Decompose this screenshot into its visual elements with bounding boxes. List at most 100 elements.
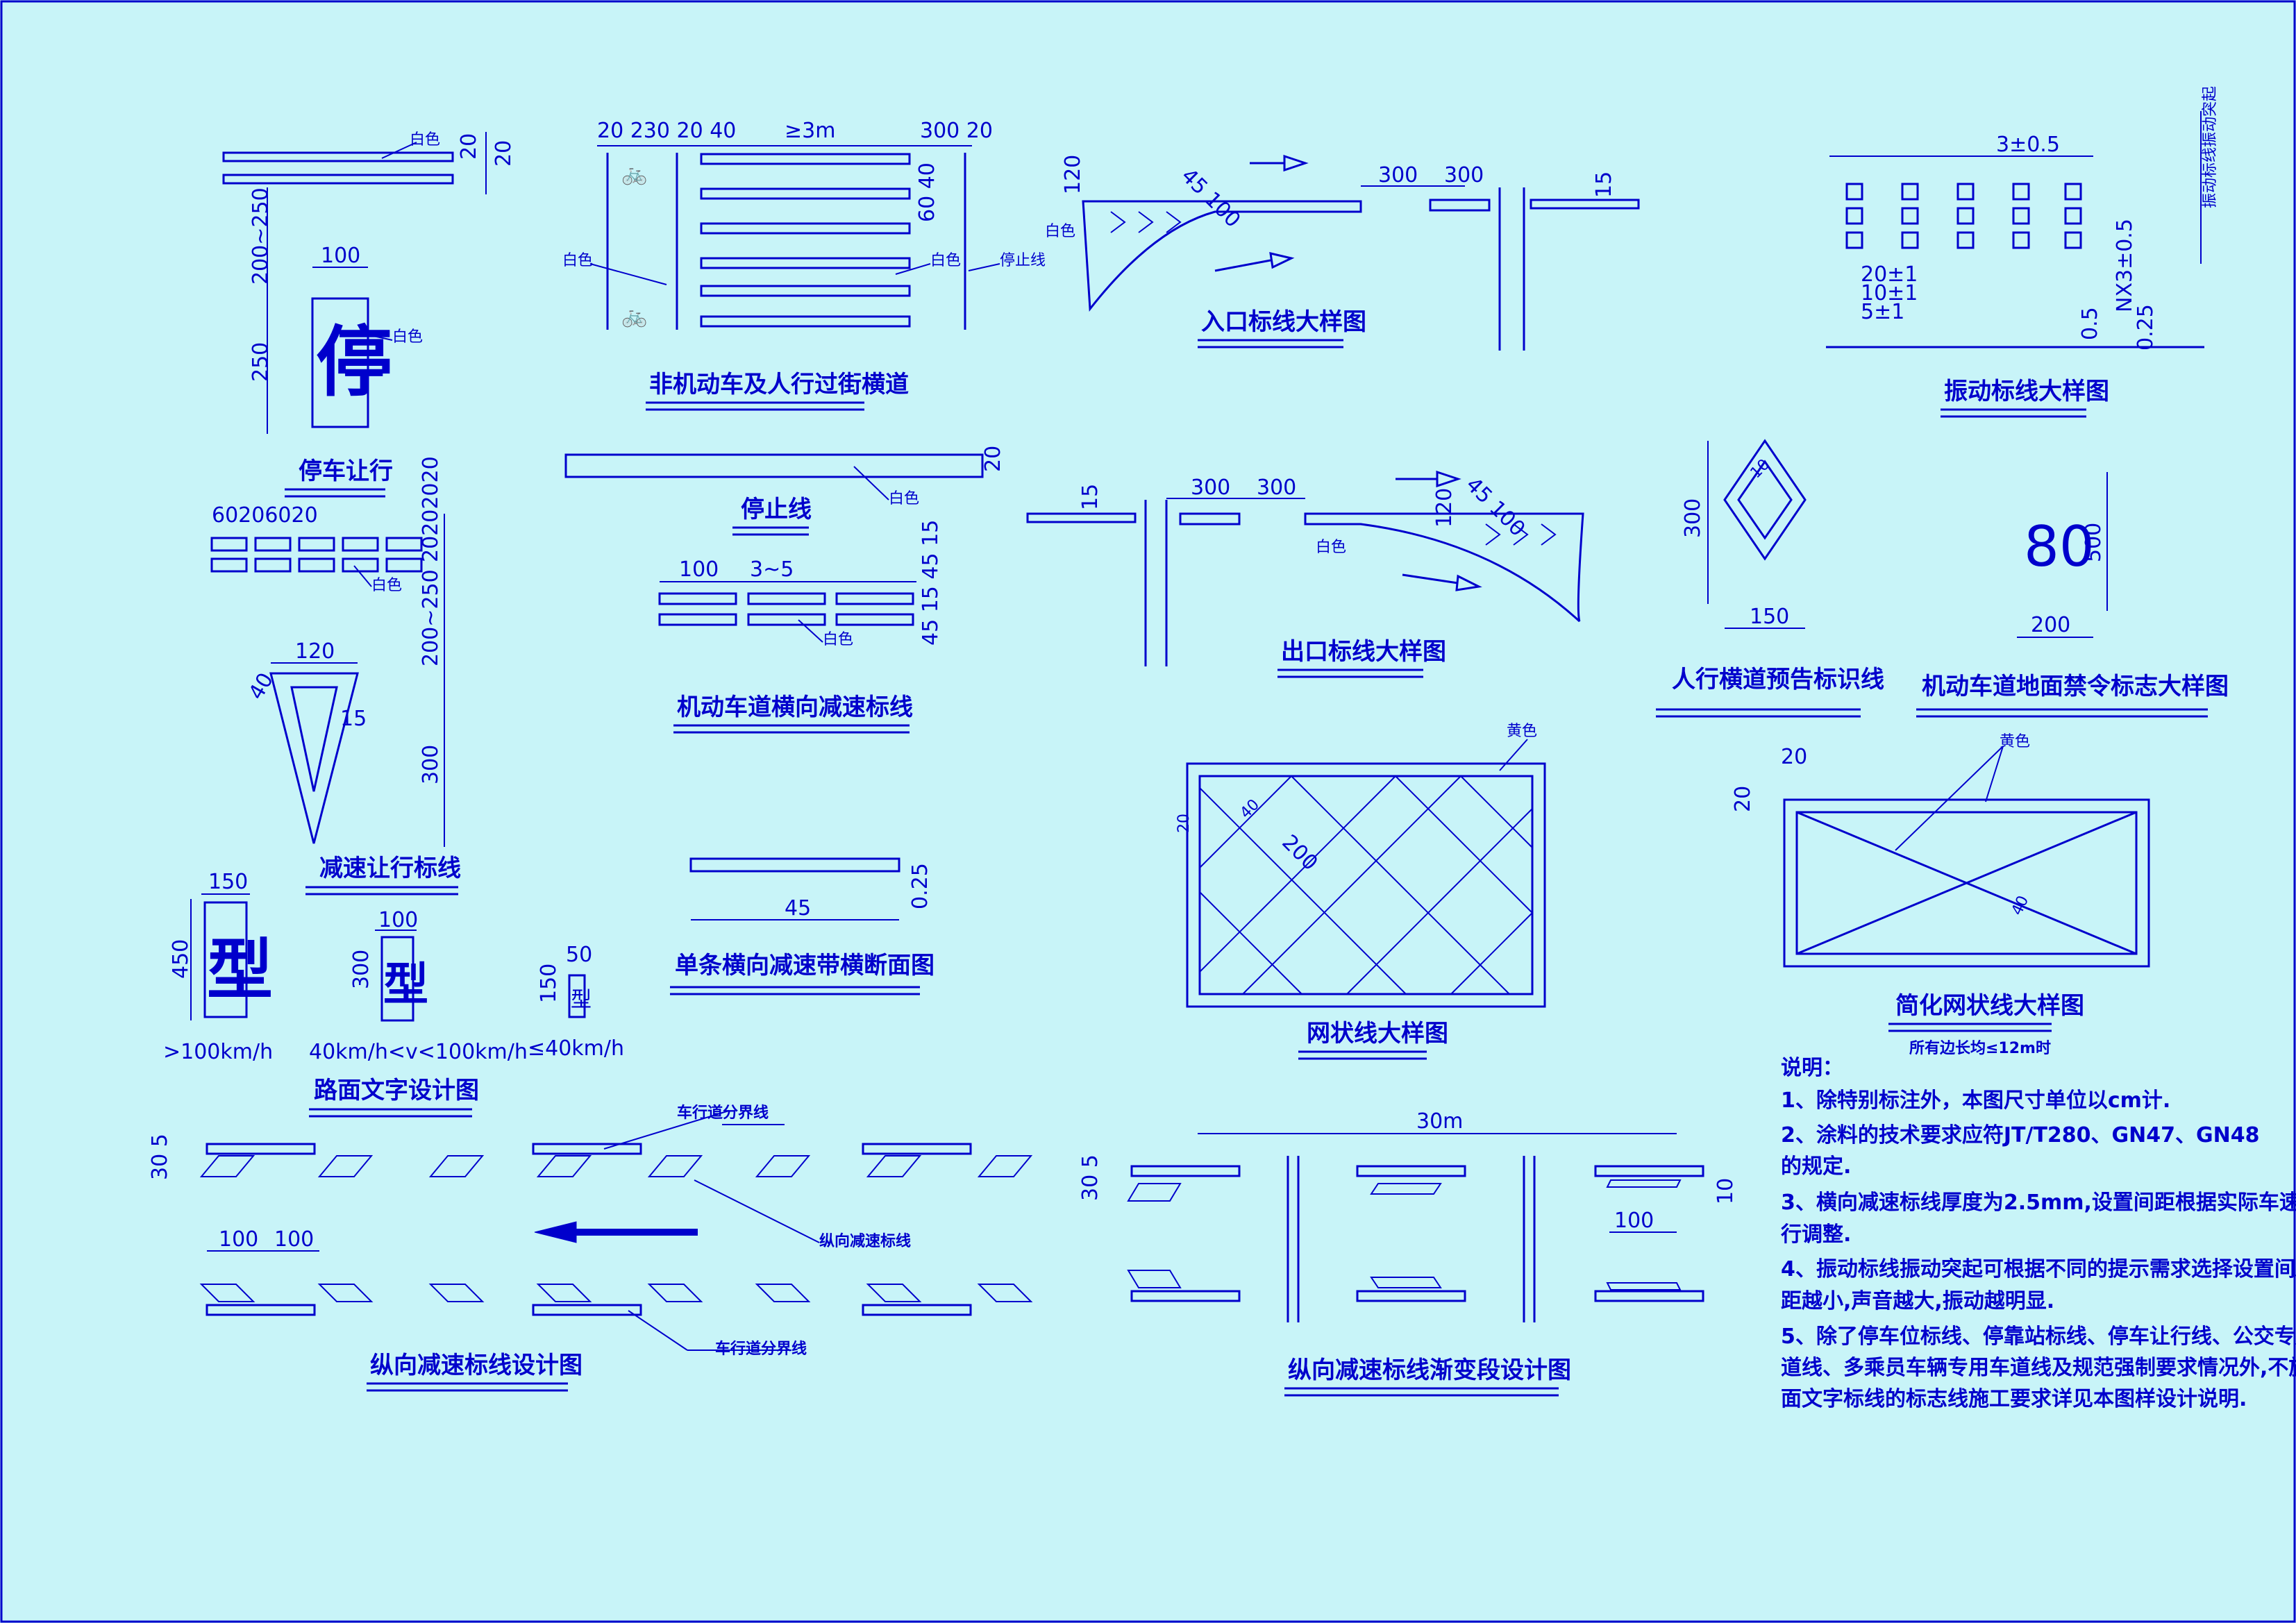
svg-text:黄色: 黄色 xyxy=(2000,733,2030,750)
stop-line-label: 停止线 xyxy=(1000,252,1046,269)
dim-45: 45 xyxy=(785,896,811,920)
svg-text:200: 200 xyxy=(1277,830,1322,875)
xing-char-small: 型 xyxy=(571,988,592,1012)
stop-yield-title: 停车让行 xyxy=(299,457,393,485)
speed-under-40: ≤40km/h xyxy=(528,1036,624,1061)
speed-over-100: >100km/h xyxy=(163,1040,273,1064)
dim-120: 120 xyxy=(1061,155,1085,194)
svg-text:白色: 白色 xyxy=(889,490,919,507)
bicycle-icon-2: 🚲 xyxy=(621,304,647,328)
dim-20-230-20-40: 20 230 20 40 xyxy=(597,119,736,143)
notes-heading: 说明： xyxy=(1781,1056,1843,1080)
ground-prohibit-detail: 80 500 200 机动车道地面禁令标志大样图 xyxy=(1916,472,2229,718)
dim-3-05: 3±0.5 xyxy=(1996,133,2060,157)
yellow-label: 黄色 xyxy=(1507,723,1537,740)
svg-text:白色: 白色 xyxy=(392,328,423,346)
dim-45-15: 45 15 45 15 xyxy=(919,520,943,646)
svg-text:30 5: 30 5 xyxy=(1078,1154,1103,1201)
dim-20202020: 20202020 xyxy=(419,456,443,562)
ped-warning-title: 人行横道预告标识线 xyxy=(1672,666,1884,693)
xing-char-medium: 型 xyxy=(383,959,428,1011)
long-parallelograms-top xyxy=(199,1155,1033,1177)
stop-line-detail: 白色 20 停止线 xyxy=(564,446,1005,536)
speed-limit-80: 80 xyxy=(2024,514,2095,579)
dim-30-5: 30 5 xyxy=(148,1134,172,1180)
ground-prohibit-title: 机动车道地面禁令标志大样图 xyxy=(1922,673,2229,700)
svg-text:100: 100 xyxy=(378,908,418,932)
entrance-title: 入口标线大样图 xyxy=(1201,308,1366,336)
svg-text:白色: 白色 xyxy=(1316,539,1346,556)
note-3: 3、横向减速标线厚度为2.5mm,设置间距根据实际车速进 xyxy=(1781,1191,2296,1215)
transverse-decel-title: 机动车道横向减速标线 xyxy=(677,693,913,721)
dim-500: 500 xyxy=(2081,523,2106,562)
dim-3m: ≥3m xyxy=(785,119,835,143)
note-5: 5、除了停车位标线、停靠站标线、停车让行线、公交专用车 xyxy=(1781,1325,2296,1349)
dim-30m: 30m xyxy=(1416,1109,1463,1134)
dim-0-5: 0.5 xyxy=(2078,307,2102,340)
dim-300: 300 xyxy=(1378,163,1418,187)
dim-NX: NX3±0.5 xyxy=(2113,219,2137,312)
svg-text:100: 100 xyxy=(1614,1209,1654,1233)
svg-text:白色: 白色 xyxy=(930,252,961,269)
notes-block: 说明： 1、除特别标注外，本图尺寸单位以cm计. 2、涂料的技术要求应符JT/T… xyxy=(1780,1056,2296,1411)
longitudinal-transition-title: 纵向减速标线渐变段设计图 xyxy=(1288,1356,1571,1384)
single-section-detail: 45 0.25 单条横向减速带横断面图 xyxy=(670,857,935,995)
dim-200: 200 xyxy=(2031,613,2070,637)
svg-text:20: 20 xyxy=(981,446,1005,472)
note-5c: 面文字标线的标志线施工要求详见本图样设计说明. xyxy=(1781,1387,2247,1411)
exit-marking-detail: 15 300 300 45 100 120 白色 出口标线大样图 xyxy=(1026,470,1584,678)
simplified-grid-detail: 黄色 20 20 40 简化网状线大样图 所有边长均≤12m时 xyxy=(1731,733,2150,1057)
grid-detail: 黄色 20 40 200 网状线大样图 xyxy=(1175,723,1546,1060)
dim-300v: 300 xyxy=(419,745,443,784)
svg-text:300: 300 xyxy=(1444,163,1484,187)
long-decel-label: 纵向减速标线 xyxy=(819,1232,911,1250)
svg-text:150: 150 xyxy=(537,964,561,1003)
vib-dot-grid xyxy=(1845,183,2082,249)
stop-line-title: 停止线 xyxy=(741,496,812,523)
svg-text:300: 300 xyxy=(1257,476,1296,500)
svg-text:白色: 白色 xyxy=(562,252,593,269)
direction-arrow-icon xyxy=(534,1221,577,1243)
longitudinal-transition-detail: 30m 30 5 10 100 纵向减速标线渐变段设计图 xyxy=(1078,1109,1738,1397)
transverse-decel-detail: 100 3~5 白色 45 15 45 15 机动车道横向减速标线 xyxy=(658,520,943,734)
white-label: 白色 xyxy=(410,131,440,149)
longitudinal-decel-detail: 30 5 车行道分界线 纵向减速标线 100 100 xyxy=(148,1104,1033,1392)
dim-200-250b: 200~250 xyxy=(419,569,443,666)
dim-0-25: 0.25 xyxy=(2134,304,2158,351)
dim-50: 50 xyxy=(566,943,592,967)
dim-20: 20 xyxy=(457,133,481,160)
lane-divider-label-bottom: 车行道分界线 xyxy=(715,1340,807,1358)
svg-text:20: 20 xyxy=(1731,786,1755,812)
svg-text:15: 15 xyxy=(1078,484,1103,510)
note-1: 1、除特别标注外，本图尺寸单位以cm计. xyxy=(1781,1088,2170,1113)
svg-text:20: 20 xyxy=(1175,814,1193,833)
dim-300-20: 300 20 xyxy=(920,119,993,143)
bike-ped-crossing-detail: 20 230 20 40 ≥3m 300 20 🚲 🚲 60 40 白色 白色 … xyxy=(562,119,1046,411)
exit-title: 出口标线大样图 xyxy=(1281,638,1446,666)
svg-text:40: 40 xyxy=(1237,796,1263,822)
decel-yield-title: 减速让行标线 xyxy=(319,855,461,882)
dim-150: 150 xyxy=(1750,605,1789,629)
entrance-marking-detail: 120 45 100 白色 300 300 15 入口标线大样图 xyxy=(1045,155,1640,351)
svg-text:300: 300 xyxy=(1191,476,1230,500)
svg-text:20: 20 xyxy=(1781,745,1807,769)
dim-10-1: 10±1 xyxy=(1861,281,1918,305)
simplified-grid-title: 简化网状线大样图 xyxy=(1895,992,2084,1020)
dim-60206020: 60206020 xyxy=(212,503,318,528)
dim-15: 15 xyxy=(1592,171,1616,198)
dim-60-40: 60 40 xyxy=(915,162,939,222)
decel-yield-detail: 120 40 15 减速让行标线 xyxy=(244,639,461,895)
ting-character: 停 xyxy=(316,318,392,407)
svg-text:白色: 白色 xyxy=(823,631,853,648)
dim-20-1: 20±1 xyxy=(1861,262,1918,287)
dim-450: 450 xyxy=(169,939,193,979)
stop-yield-detail: 白色 20 20 200~250 250 100 停 白色 停车让行 xyxy=(222,131,516,498)
bike-ped-crossing-title: 非机动车及人行过街横道 xyxy=(649,371,909,398)
note-4b: 距越小,声音越大,振动越明显. xyxy=(1781,1289,2054,1313)
svg-text:白色: 白色 xyxy=(371,577,402,594)
svg-text:100: 100 xyxy=(219,1227,258,1252)
svg-text:0.25: 0.25 xyxy=(908,863,932,909)
single-section-title: 单条横向减速带横断面图 xyxy=(675,952,935,979)
xing-char-large: 型 xyxy=(207,932,273,1009)
